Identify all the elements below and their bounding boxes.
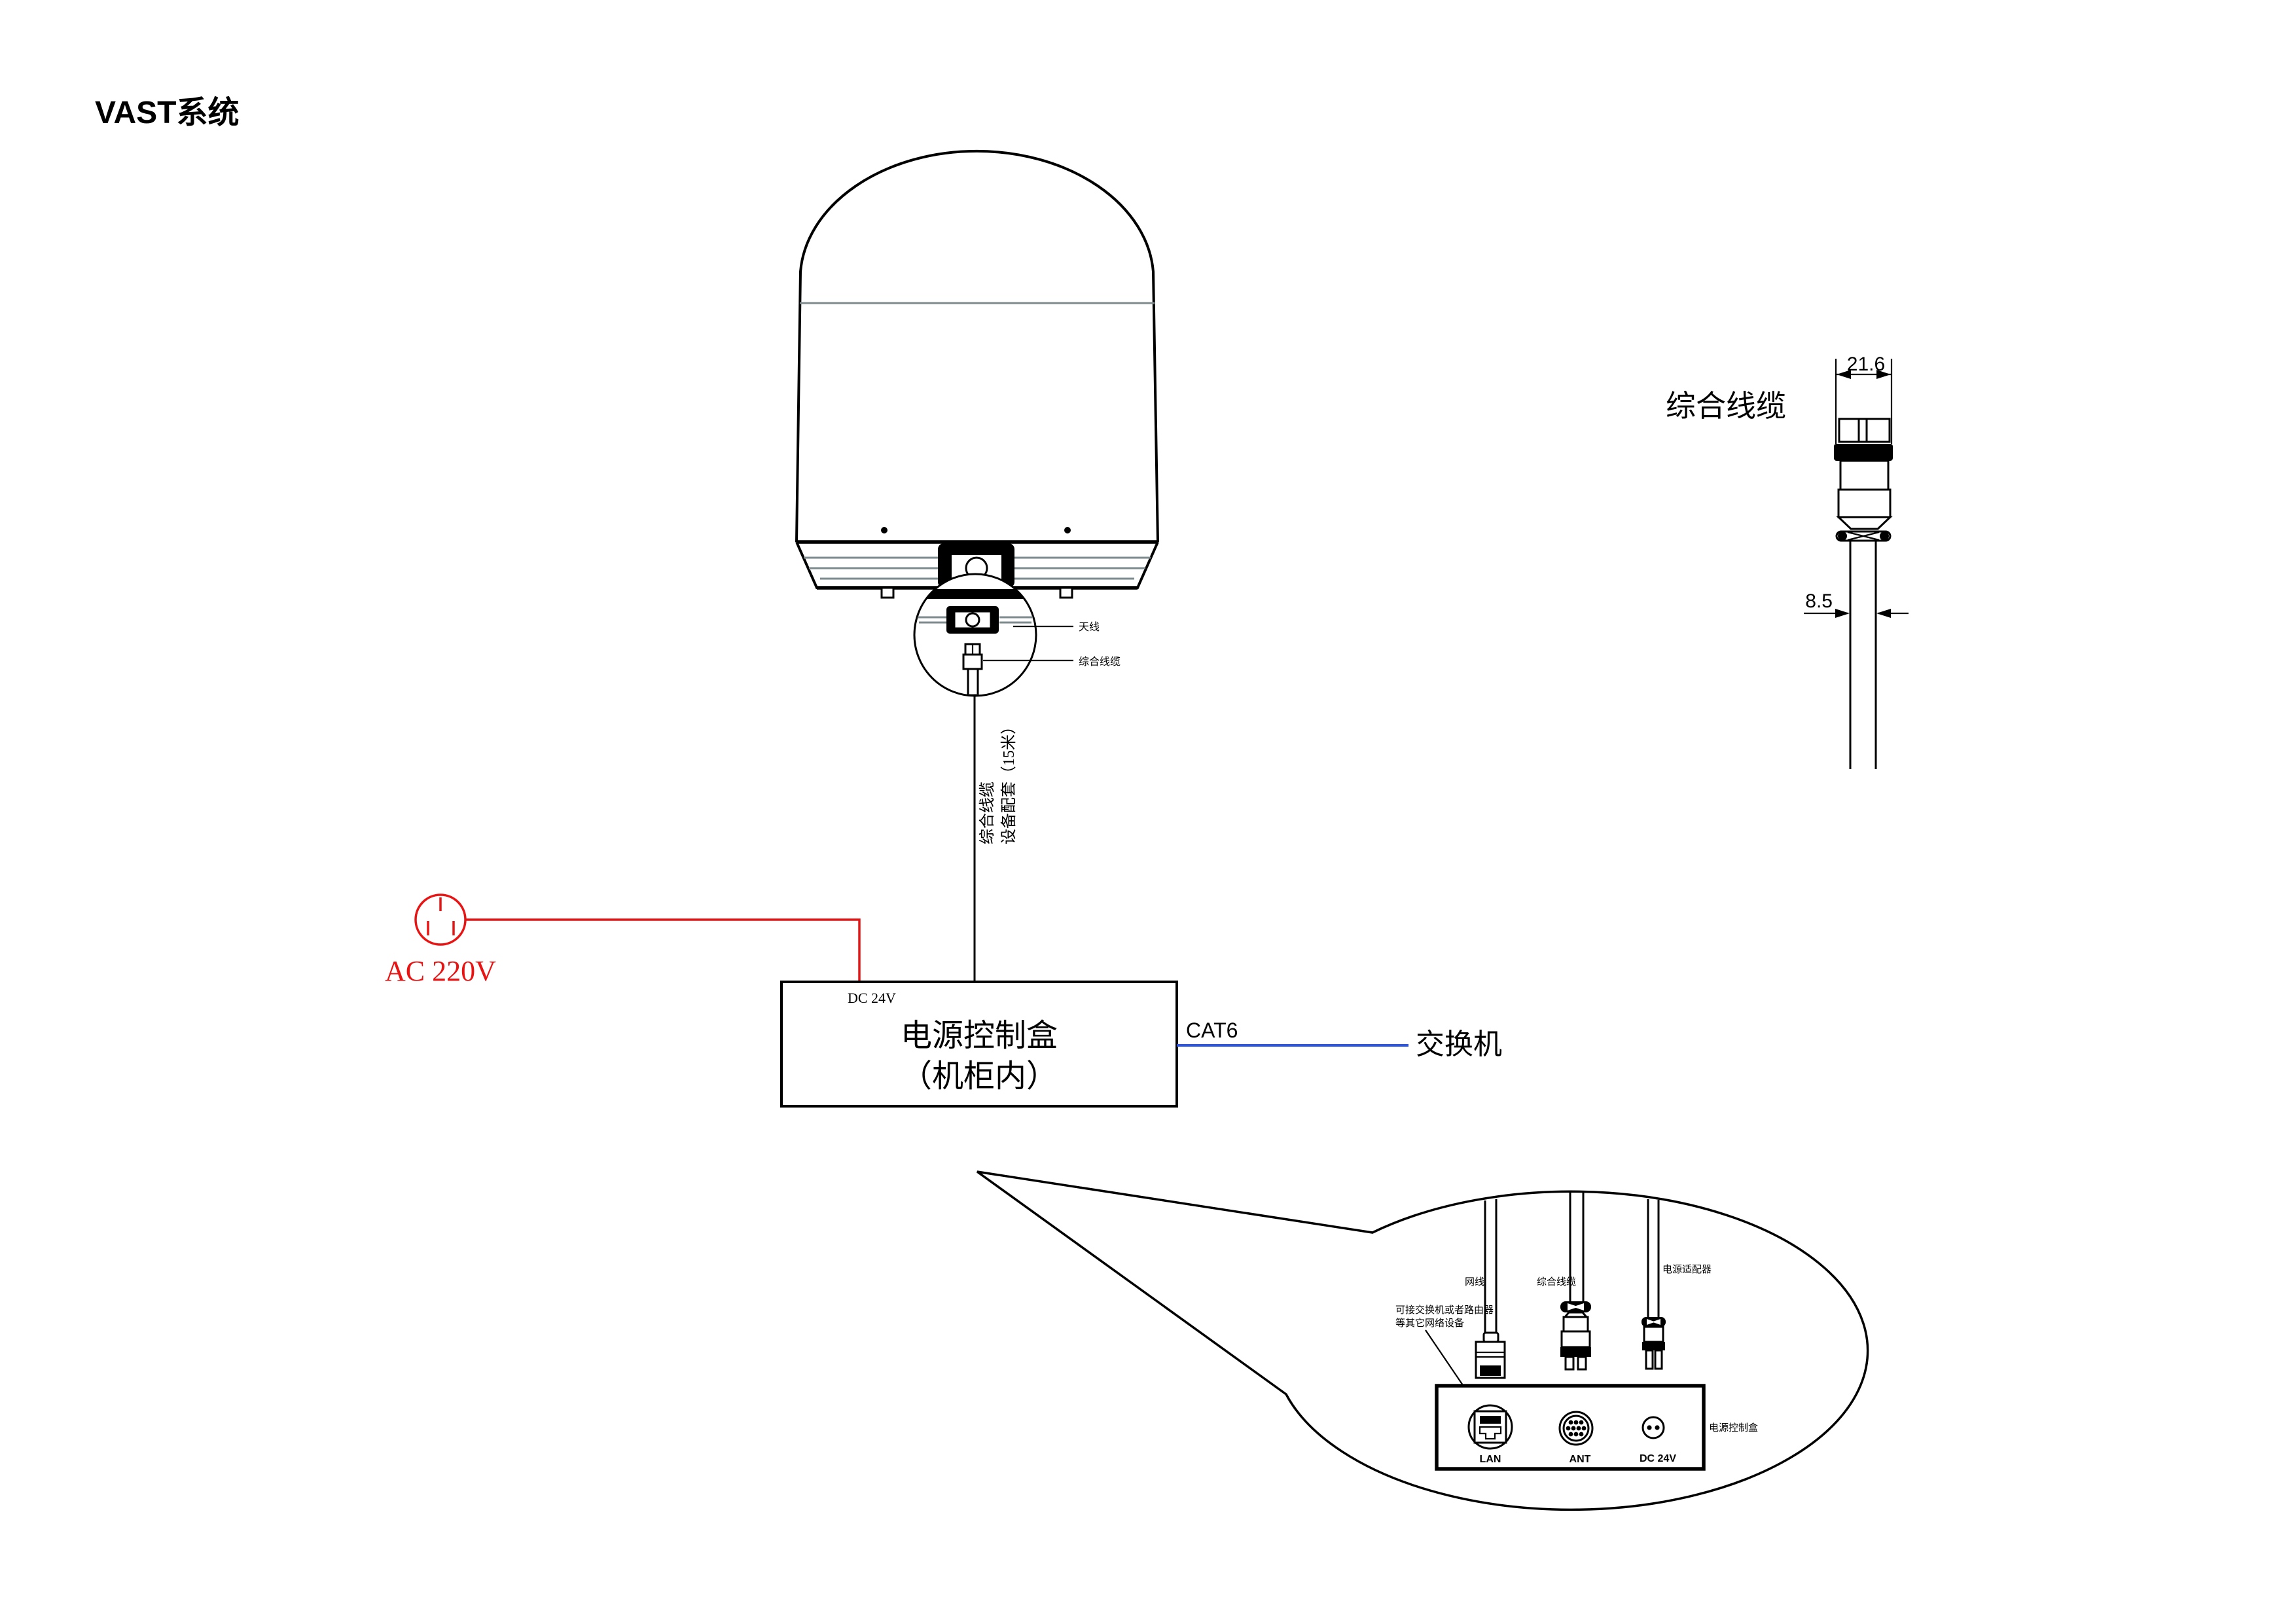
- network-note-line1: 可接交换机或者路由器: [1395, 1304, 1494, 1316]
- panel-box-label: 电源控制盒: [1709, 1422, 1758, 1434]
- lan-jack-pins: [1480, 1416, 1501, 1424]
- dc-nut-mark: [1652, 1319, 1660, 1325]
- dc-plug-band: [1642, 1342, 1665, 1350]
- connector-lower-section: [1837, 488, 1892, 518]
- dim-arrow-in-left: [1835, 609, 1850, 618]
- rj45-contacts: [1480, 1365, 1501, 1376]
- ac-voltage-label: AC 220V: [385, 955, 496, 987]
- ant-plug: [1560, 1301, 1591, 1371]
- rj45-plug: [1475, 1331, 1506, 1379]
- ant-port-pins: [1566, 1420, 1587, 1437]
- connector-black-band: [1834, 444, 1893, 461]
- base-edge-band: [915, 589, 1035, 599]
- cable-plug-body: [962, 653, 983, 670]
- int-cable-label: 综合线缆: [1537, 1276, 1576, 1288]
- lan-port-label: LAN: [1480, 1454, 1501, 1465]
- switch-label: 交换机: [1416, 1028, 1502, 1060]
- flange-dot-right: [1880, 532, 1889, 541]
- dome-screw-left: [881, 527, 888, 533]
- connector-taper: [1836, 516, 1893, 530]
- dim-arrow-right: [1876, 370, 1891, 379]
- connector-detail-title: 综合线缆: [1666, 389, 1786, 423]
- dome-outline: [795, 149, 1159, 543]
- control-box-location: （机柜内）: [901, 1059, 1058, 1094]
- rj45-latch: [1482, 1331, 1499, 1343]
- ac-wire: [465, 918, 861, 982]
- connector-top-block: [1838, 418, 1891, 443]
- dome-foot-right: [1059, 586, 1073, 599]
- dc-port-pin: [1647, 1425, 1652, 1430]
- dimension-8-5: 8.5: [1804, 590, 1909, 618]
- power-control-box: DC 24V 电源控制盒 （机柜内）: [780, 981, 1178, 1108]
- dim-arrow-in-right: [1876, 609, 1891, 618]
- antenna-underside-detail: 天线 综合线缆: [913, 573, 1121, 697]
- rear-panel-balloon: 网线 综合线缆 电源适配器 可接交换机或者路由器 等其它网络设备: [976, 1170, 1869, 1511]
- connector-body: [1834, 418, 1893, 769]
- net-cable-label: 网线: [1465, 1276, 1484, 1288]
- dc-plug-prong: [1645, 1349, 1654, 1370]
- detail-circle-content: [915, 589, 1035, 695]
- integrated-cable-connector-detail: 综合线缆 21.6 8.: [1666, 353, 1909, 769]
- antenna-dome: [795, 149, 1159, 599]
- ant-plug-band: [1560, 1347, 1591, 1357]
- cable-plug-tail: [967, 668, 979, 695]
- network-note-line2: 等其它网络设备: [1395, 1317, 1464, 1329]
- page-title: VAST系统: [95, 96, 239, 130]
- flange-dot-left: [1838, 532, 1847, 541]
- dc-port: [1641, 1416, 1665, 1439]
- rear-panel: LAN ANT DC 24V: [1435, 1384, 1706, 1471]
- ant-plug-body: [1562, 1316, 1589, 1333]
- cable-note-line2: 设备配套（15米）: [1000, 719, 1018, 844]
- cable-note-vertical: 综合线缆 设备配套（15米）: [978, 719, 1018, 844]
- dc-port-label: DC 24V: [1640, 1453, 1676, 1464]
- balloon-cables: [1484, 1193, 1660, 1335]
- dome-screw-right: [1064, 527, 1071, 533]
- flange-cross: [1847, 531, 1880, 541]
- dc-plug-prong: [1654, 1349, 1663, 1370]
- balloon-outline: [976, 1170, 1869, 1511]
- ant-port: [1558, 1411, 1594, 1446]
- dim-arrow-left: [1837, 370, 1851, 379]
- dim-cable-value: 8.5: [1805, 590, 1833, 612]
- cat6-label: CAT6: [1186, 1019, 1238, 1042]
- control-box-outline: [780, 981, 1178, 1108]
- ant-plug-prong: [1577, 1356, 1587, 1371]
- dc-port-pin: [1655, 1425, 1660, 1430]
- dimension-21-6: 21.6: [1835, 353, 1893, 444]
- integrated-cable-label: 综合线缆: [1079, 656, 1121, 668]
- pwr-adapter-label: 电源适配器: [1662, 1264, 1712, 1275]
- ac-plug: AC 220V: [385, 893, 496, 987]
- dc-port-ring: [1641, 1416, 1665, 1439]
- ant-plug-prong: [1564, 1356, 1575, 1371]
- cable-note-line1: 综合线缆: [978, 782, 996, 844]
- connector-mid-section: [1839, 460, 1890, 491]
- detail-connector-port: [965, 612, 980, 628]
- dc-plug-body: [1643, 1326, 1664, 1343]
- dome-foot-left: [880, 586, 895, 599]
- lan-port: [1467, 1404, 1513, 1450]
- ant-plug-shell: [1560, 1330, 1591, 1348]
- dc-nut-mark: [1647, 1319, 1655, 1325]
- dc-plug: [1641, 1317, 1666, 1370]
- lan-jack-slot: [1479, 1426, 1502, 1440]
- control-box-name: 电源控制盒: [901, 1019, 1058, 1053]
- ant-port-label: ANT: [1570, 1454, 1591, 1465]
- dc-input-label: DC 24V: [848, 990, 896, 1006]
- antenna-label: 天线: [1079, 621, 1100, 633]
- ant-nut-mark: [1573, 1303, 1584, 1310]
